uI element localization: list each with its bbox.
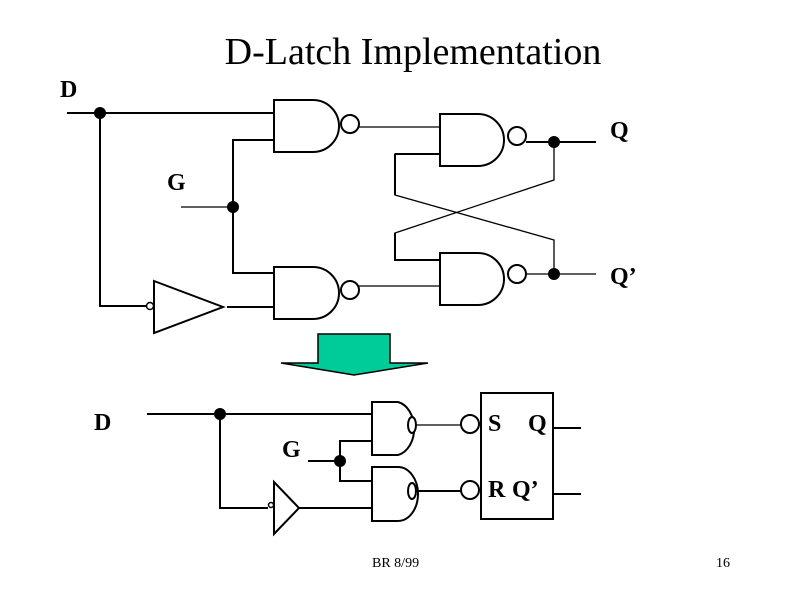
inverter: [145, 279, 226, 335]
wire-g-to-gates-bottom: [339, 440, 372, 482]
nand-bubble: [407, 416, 417, 434]
nand-body: [273, 99, 340, 153]
sr-label-q: Q: [528, 411, 547, 437]
label-qbar-top: Q’: [610, 264, 637, 290]
nand-body: [439, 113, 505, 167]
sr-label-r: R: [488, 477, 506, 503]
wire-feedback-thick: [394, 153, 440, 261]
nand-bubble: [340, 114, 360, 134]
sr-latch-block: S Q R Q’: [460, 392, 554, 520]
nand-bubble: [340, 280, 360, 300]
wire-d-to-inverter: [99, 113, 148, 307]
inverter-bubble: [145, 301, 155, 311]
sr-latch-box: [480, 392, 554, 520]
nand-gate-bottom-bottom: [371, 466, 419, 522]
nand-bubble: [507, 264, 527, 284]
nand-body: [371, 466, 419, 522]
label-d-top: D: [60, 77, 77, 103]
slide-title: D-Latch Implementation: [225, 31, 602, 73]
inverter-bottom: [267, 479, 301, 537]
footer-author-date: BR 8/99: [372, 556, 419, 571]
nand-gate-input-dbar: [273, 266, 360, 320]
label-g-bottom: G: [282, 437, 301, 463]
arrow-shape: [280, 333, 429, 376]
wire-d-to-inverter-bottom: [219, 414, 268, 509]
nand-gate-latch-top: [439, 113, 527, 167]
transform-arrow-icon: [280, 333, 429, 376]
page-number: 16: [716, 556, 730, 571]
wire-g-to-gates: [232, 139, 274, 274]
nand-gate-bottom-top: [371, 401, 417, 456]
nand-gate-latch-bottom: [439, 252, 527, 306]
inverter-body: [153, 279, 226, 335]
top-circuit: D G Q Q’: [60, 77, 637, 335]
sr-label-qbar: Q’: [512, 477, 539, 503]
nand-gate-input-d: [273, 99, 360, 153]
nand-body: [273, 266, 340, 320]
nand-bubble: [407, 482, 417, 500]
s-input-bubble: [460, 414, 480, 434]
nand-bubble: [507, 126, 527, 146]
nand-body: [439, 252, 505, 306]
bottom-circuit: D G S Q R Q’: [94, 392, 581, 537]
label-g-top: G: [167, 170, 186, 196]
sr-label-s: S: [488, 411, 501, 437]
r-input-bubble: [460, 480, 480, 500]
label-d-bottom: D: [94, 410, 111, 436]
label-q-top: Q: [610, 118, 629, 144]
inverter-bubble: [267, 501, 275, 509]
inverter-body: [273, 479, 301, 537]
